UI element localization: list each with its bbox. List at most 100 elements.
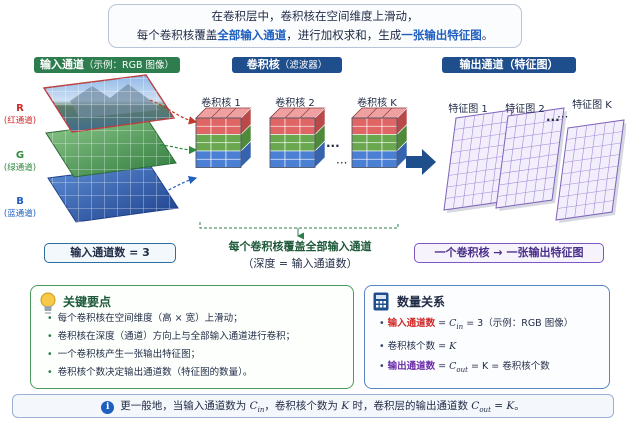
channel-sub: (蓝通道) (3, 209, 37, 219)
list-item: •卷积核在深度（通道）方向上与全部输入通道进行卷积； (47, 331, 296, 342)
feature-map-k-label: 特征图 K (572, 100, 612, 111)
kernel-k-label: 卷积核 K (357, 98, 397, 109)
banner-highlight-featuremap: 一张输出特征图 (401, 28, 482, 42)
quantity-row-kernels: • 卷积核个数 = K (379, 340, 457, 352)
feature-map-2-label: 特征图 2 (505, 104, 545, 115)
info-icon: i (101, 401, 115, 414)
quantity-row-input: • 输入通道数 = Cin = 3（示例：RGB 图像） (379, 318, 574, 331)
convolution-diagram: ··· ··· (42, 74, 626, 240)
kernel-header: 卷积核（滤波器） (232, 57, 342, 73)
banner-text: 每个卷积核覆盖 (136, 28, 218, 42)
top-banner: 在卷积层中，卷积核在空间维度上滑动， 每个卷积核覆盖全部输入通道，进行加权求和，… (108, 4, 522, 48)
footer-cout: C (471, 400, 480, 412)
summary-kernel: 一个卷积核 (434, 246, 490, 259)
arrow-blue-to-kernel (163, 175, 198, 193)
list-item: •卷积核个数决定输出通道数（特征图的数量）。 (47, 367, 253, 378)
calculator-icon (373, 292, 389, 311)
list-item-text: 一个卷积核产生一张输出特征图； (57, 349, 201, 360)
red-channel-plane (42, 74, 176, 133)
quantity-input-sub: in (456, 322, 464, 331)
input-header-note: （示例：RGB 图像） (84, 60, 174, 71)
footer-cin: C (249, 400, 258, 412)
list-item-text: 每个卷积核在空间维度（高 × 宽）上滑动； (57, 313, 243, 324)
kernel-ellipsis: ··· (336, 156, 347, 170)
channel-sub: (红通道) (3, 116, 37, 126)
banner-text: ，进行加权求和，生成 (286, 28, 402, 42)
kernel-ellipsis-text: ... (326, 136, 340, 150)
footer-text: ，卷积核个数为 (264, 400, 342, 412)
footer-k2: K (506, 400, 515, 412)
input-header-title: 输入通道 (40, 58, 84, 71)
quantity-box: 数量关系 • 输入通道数 = Cin = 3（示例：RGB 图像） • 卷积核个… (364, 285, 610, 389)
footer-cin-sub: in (257, 406, 265, 415)
list-item-text: 卷积核在深度（通道）方向上与全部输入通道进行卷积； (57, 331, 296, 342)
channel-letter: B (16, 196, 24, 207)
feature-map-k (555, 119, 626, 223)
key-points-title: 关键要点 (63, 295, 112, 309)
blue-channel-plane (47, 164, 179, 223)
map-ellipsis-text: ... (546, 110, 560, 124)
channel-label-g: G (绿通道) (2, 150, 38, 174)
kernel-1-label: 卷积核 1 (201, 98, 241, 109)
kernel-depth-note: 每个卷积核覆盖全部输入通道 （深度 = 输入通道数） (206, 238, 394, 272)
quantity-row-output: • 输出通道数 = Cout = K = 卷积核个数 (379, 360, 550, 374)
quantity-kernel-label: 卷积核个数 (387, 340, 436, 352)
quantity-output-tail: = K = 卷积核个数 (467, 360, 550, 372)
banner-highlight-channels: 全部输入通道 (217, 28, 287, 42)
list-item-text: 卷积核个数决定输出通道数（特征图的数量）。 (57, 367, 253, 378)
key-points-box: 关键要点 •每个卷积核在空间维度（高 × 宽）上滑动； •卷积核在深度（通道）方… (30, 285, 354, 389)
map-ellipsis: ··· (557, 110, 568, 124)
big-arrow-icon (406, 149, 436, 175)
kernel-bracket (199, 222, 399, 229)
footer-text: 时，卷积层的输出通道数 (349, 400, 472, 412)
lightbulb-icon (40, 292, 56, 314)
quantity-kernel-eq: = K (435, 340, 457, 352)
arrow-green-to-kernel (159, 144, 198, 155)
channel-sub: (绿通道) (3, 163, 37, 173)
feature-map-2 (495, 107, 567, 211)
footer-text: = (490, 400, 507, 412)
output-header: 输出通道（特征图） (442, 57, 576, 73)
channel-label-r: R (红通道) (2, 103, 38, 127)
quantity-list: • 输入通道数 = Cin = 3（示例：RGB 图像） • 卷积核个数 = K… (379, 314, 607, 380)
kernel-note-line-1: 每个卷积核覆盖全部输入通道 (228, 240, 372, 253)
kernel-header-note: （滤波器） (279, 60, 328, 71)
footer-note: i 更一般地，当输入通道数为 Cin，卷积核个数为 K 时，卷积层的输出通道数 C… (12, 394, 614, 418)
channel-label-b: B (蓝通道) (2, 196, 38, 220)
quantity-output-eq: = C (435, 360, 457, 372)
quantity-title: 数量关系 (397, 295, 446, 309)
feature-map-1 (443, 109, 515, 213)
footer-text: 更一般地，当输入通道数为 (120, 400, 250, 412)
kernel-2-label: 卷积核 2 (275, 98, 315, 109)
input-channels-header: 输入通道（示例：RGB 图像） (34, 57, 180, 73)
green-channel-plane (45, 119, 177, 178)
channel-letter: R (16, 103, 24, 114)
kernel-to-map-summary: 一个卷积核 → 一张输出特征图 (414, 243, 604, 263)
quantity-input-eq: = C (435, 318, 457, 329)
output-header-title: 输出通道（特征图） (459, 58, 559, 71)
input-channel-count: 输入通道数 = 3 (44, 243, 176, 263)
banner-line-1: 在卷积层中，卷积核在空间维度上滑动， (211, 9, 419, 23)
arrow-red-to-kernel (149, 99, 198, 125)
quantity-output-sub: out (456, 365, 468, 374)
summary-map: 一张输出特征图 (506, 246, 584, 259)
banner-text: 。 (481, 28, 494, 42)
banner-line-2: 每个卷积核覆盖全部输入通道，进行加权求和，生成一张输出特征图。 (109, 26, 521, 45)
footer-k: K (341, 400, 350, 412)
quantity-input-label: 输入通道数 (387, 318, 436, 329)
kernel-note-line-2: （深度 = 输入通道数） (242, 257, 358, 270)
footer-text: 。 (514, 400, 525, 412)
kernel-2-cube (269, 107, 326, 169)
summary-arrow: → (493, 246, 503, 259)
quantity-output-label: 输出通道数 (387, 360, 436, 372)
quantity-input-tail: = 3（示例：RGB 图像） (463, 318, 574, 329)
kernel-header-title: 卷积核 (246, 58, 280, 71)
list-item: •每个卷积核在空间维度（高 × 宽）上滑动； (47, 313, 243, 324)
channel-letter: G (15, 150, 25, 161)
feature-map-1-label: 特征图 1 (448, 104, 488, 115)
kernel-k-cube (351, 107, 408, 169)
key-points-list: •每个卷积核在空间维度（高 × 宽）上滑动； •卷积核在深度（通道）方向上与全部… (47, 310, 347, 382)
list-item: •一个卷积核产生一张输出特征图； (47, 349, 201, 360)
footer-cout-sub: out (479, 406, 491, 415)
kernel-1-cube (195, 107, 252, 169)
